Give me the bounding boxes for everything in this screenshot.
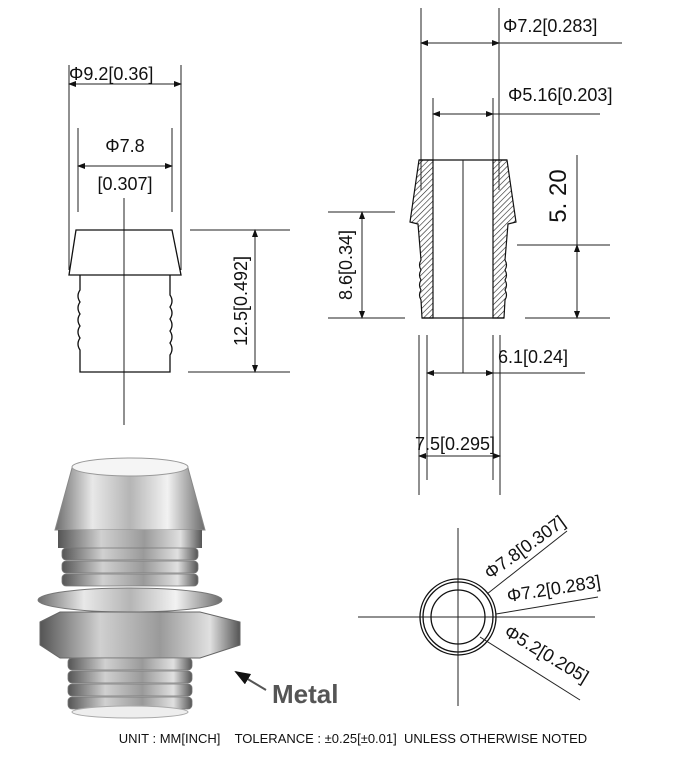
barb-height-label: 8.6[0.34] (336, 230, 356, 300)
top-diameter-label: Φ7.2[0.283] (503, 16, 597, 36)
top-view: Φ7.8[0.307] Φ7.2[0.283] Φ5.2[0.205] (358, 512, 602, 706)
section-view: Φ7.2[0.283] Φ5.16[0.203] 8.6[0.34] 5. 20… (328, 8, 622, 495)
side-view: Φ9.2[0.36] Φ7.8 [0.307] 12.5[0.492] (68, 64, 290, 425)
metal-holder-photo (37, 457, 241, 719)
bore-diameter-label: Φ5.16[0.203] (508, 85, 612, 105)
outer-ring-label: Φ7.8[0.307] (481, 512, 569, 584)
inner-width-label: 6.1[0.24] (498, 347, 568, 367)
metal-label: Metal (272, 679, 338, 709)
height-label: 12.5[0.492] (231, 256, 251, 346)
inner-ring-label: Φ5.2[0.205] (501, 621, 592, 687)
footer-note: UNIT : MM[INCH] TOLERANCE : ±0.25[±0.01]… (119, 731, 587, 746)
outer-width-label: 7.5[0.295] (415, 434, 495, 454)
thread-height-label: 5. 20 (545, 169, 572, 222)
outer-diameter-label: Φ9.2[0.36] (69, 64, 153, 84)
cap-diameter-in-label: [0.307] (97, 174, 152, 194)
middle-ring-label: Φ7.2[0.283] (505, 571, 601, 606)
metal-arrow-icon (234, 670, 267, 691)
cap-diameter-mm-label: Φ7.8 (105, 136, 144, 156)
